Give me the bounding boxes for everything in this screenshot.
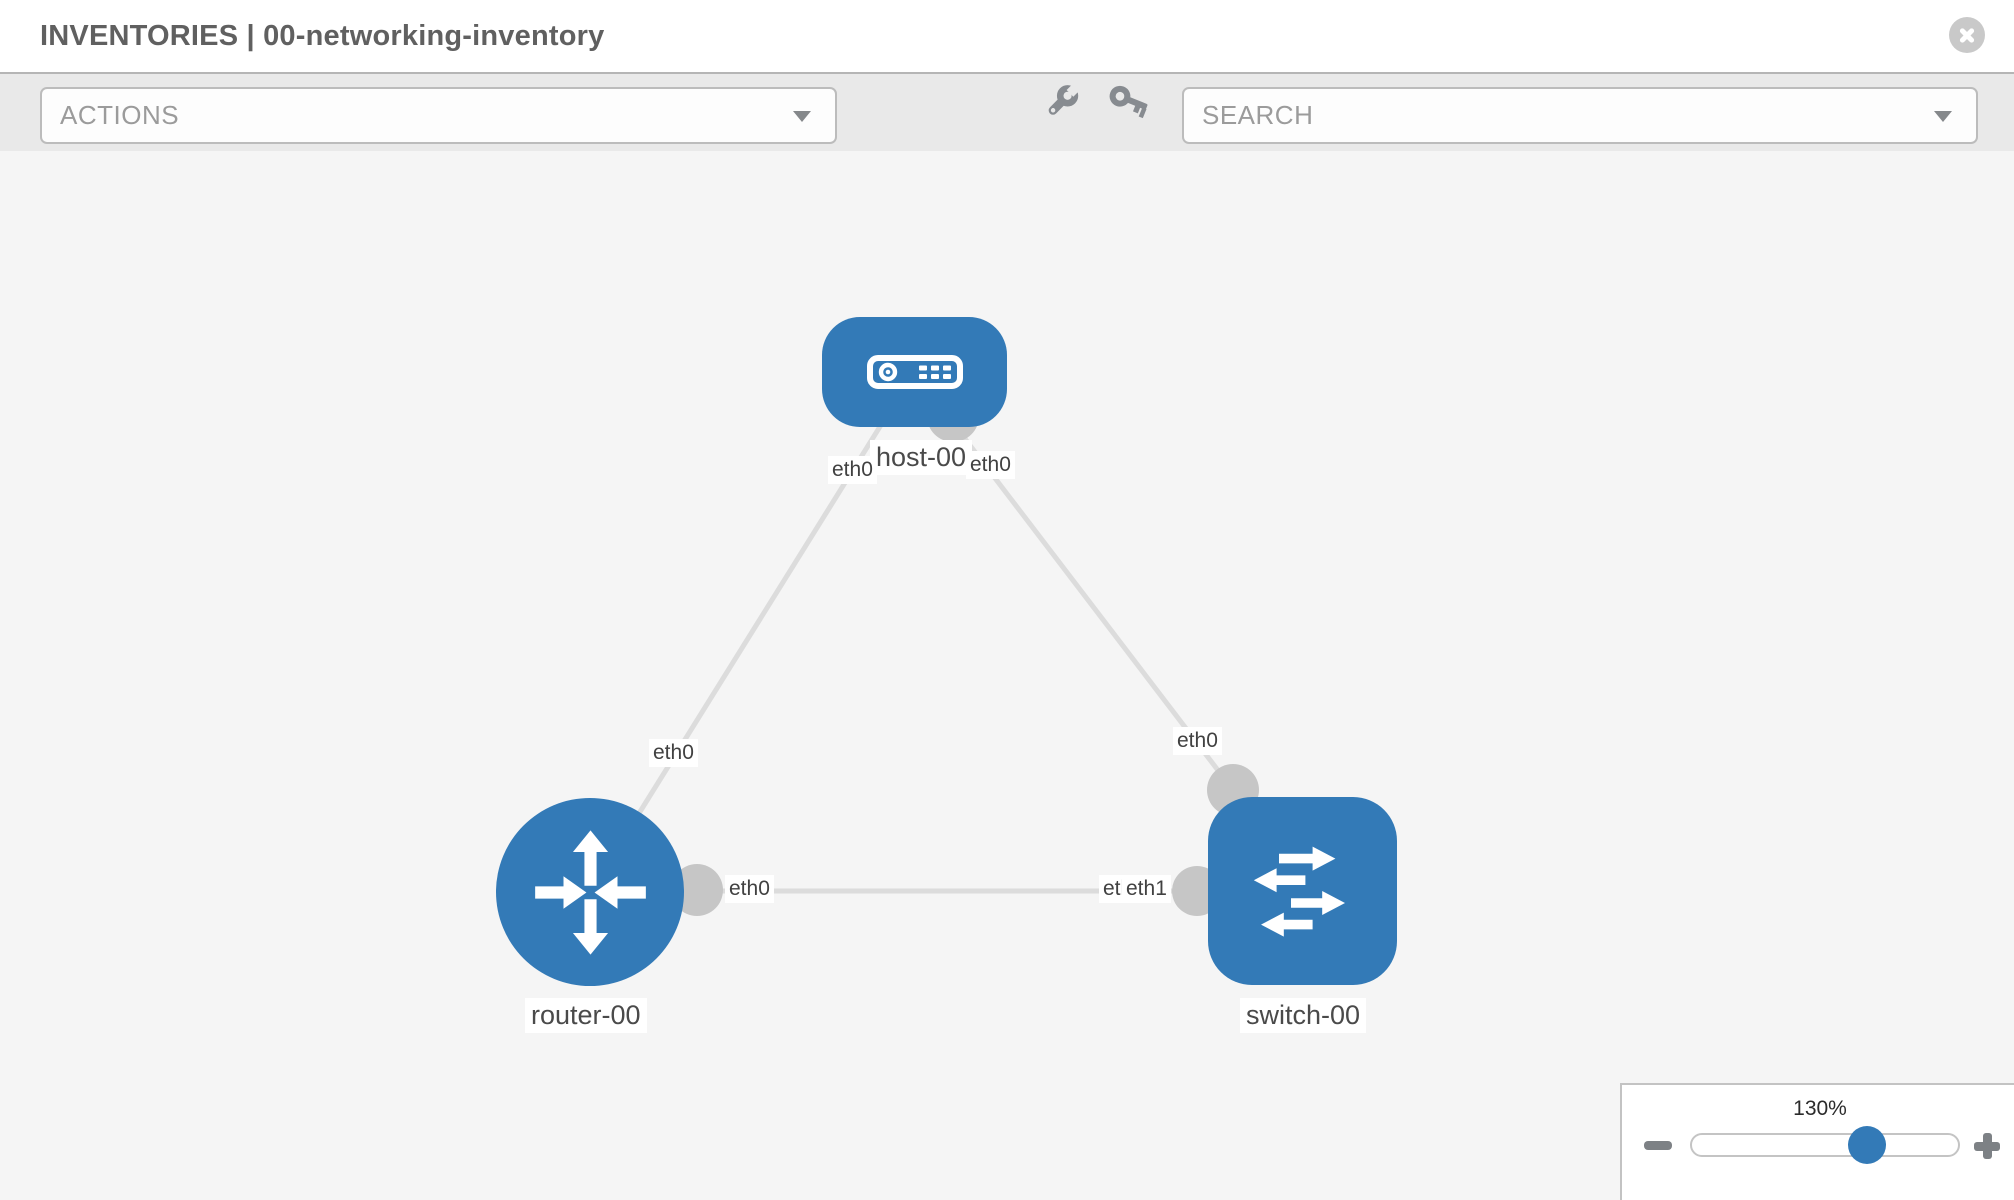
header-bar: INVENTORIES | 00-networking-inventory	[0, 0, 2014, 72]
node-host-00[interactable]	[822, 317, 1007, 427]
zoom-slider-track[interactable]	[1690, 1133, 1960, 1157]
zoom-panel: 130%	[1620, 1083, 2014, 1200]
interface-label: eth1	[1122, 875, 1171, 904]
zoom-slider-knob[interactable]	[1848, 1126, 1886, 1164]
node-label-router: router-00	[525, 998, 647, 1034]
actions-dropdown-label: ACTIONS	[60, 100, 180, 130]
search-dropdown-label: SEARCH	[1202, 100, 1314, 130]
interface-label: eth0	[828, 456, 877, 485]
node-switch-00[interactable]	[1208, 797, 1397, 985]
host-icon	[866, 355, 963, 389]
zoom-level: 130%	[1793, 1097, 1847, 1120]
chevron-down-icon	[1934, 111, 1952, 122]
zoom-in-plus-icon[interactable]	[1974, 1133, 2000, 1159]
wrench-icon[interactable]	[1041, 83, 1083, 130]
router-icon	[534, 829, 646, 955]
interface-label: eth0	[725, 875, 774, 904]
interface-label: eth0	[1173, 727, 1222, 756]
links-layer	[587, 370, 1302, 916]
page-title: INVENTORIES | 00-networking-inventory	[40, 20, 605, 52]
close-icon[interactable]	[1949, 17, 1985, 53]
zoom-out-minus-icon[interactable]	[1644, 1141, 1672, 1150]
key-icon[interactable]	[1106, 83, 1154, 130]
search-dropdown[interactable]: SEARCH	[1182, 87, 1978, 144]
node-label-host: host-00	[870, 440, 973, 476]
actions-dropdown[interactable]: ACTIONS	[40, 87, 837, 144]
node-label-switch: switch-00	[1240, 998, 1367, 1034]
interface-label: eth0	[966, 451, 1015, 480]
switch-icon	[1253, 846, 1345, 937]
interface-circle-router-eth0	[671, 864, 723, 916]
node-router-00[interactable]	[496, 798, 684, 986]
toolbar: ACTIONS	[0, 72, 2014, 153]
topology-canvas[interactable]: host-00 router-00 switch-00 eth0 eth0 et…	[0, 151, 2014, 1200]
chevron-down-icon	[793, 111, 811, 122]
interface-label: eth0	[649, 739, 698, 768]
